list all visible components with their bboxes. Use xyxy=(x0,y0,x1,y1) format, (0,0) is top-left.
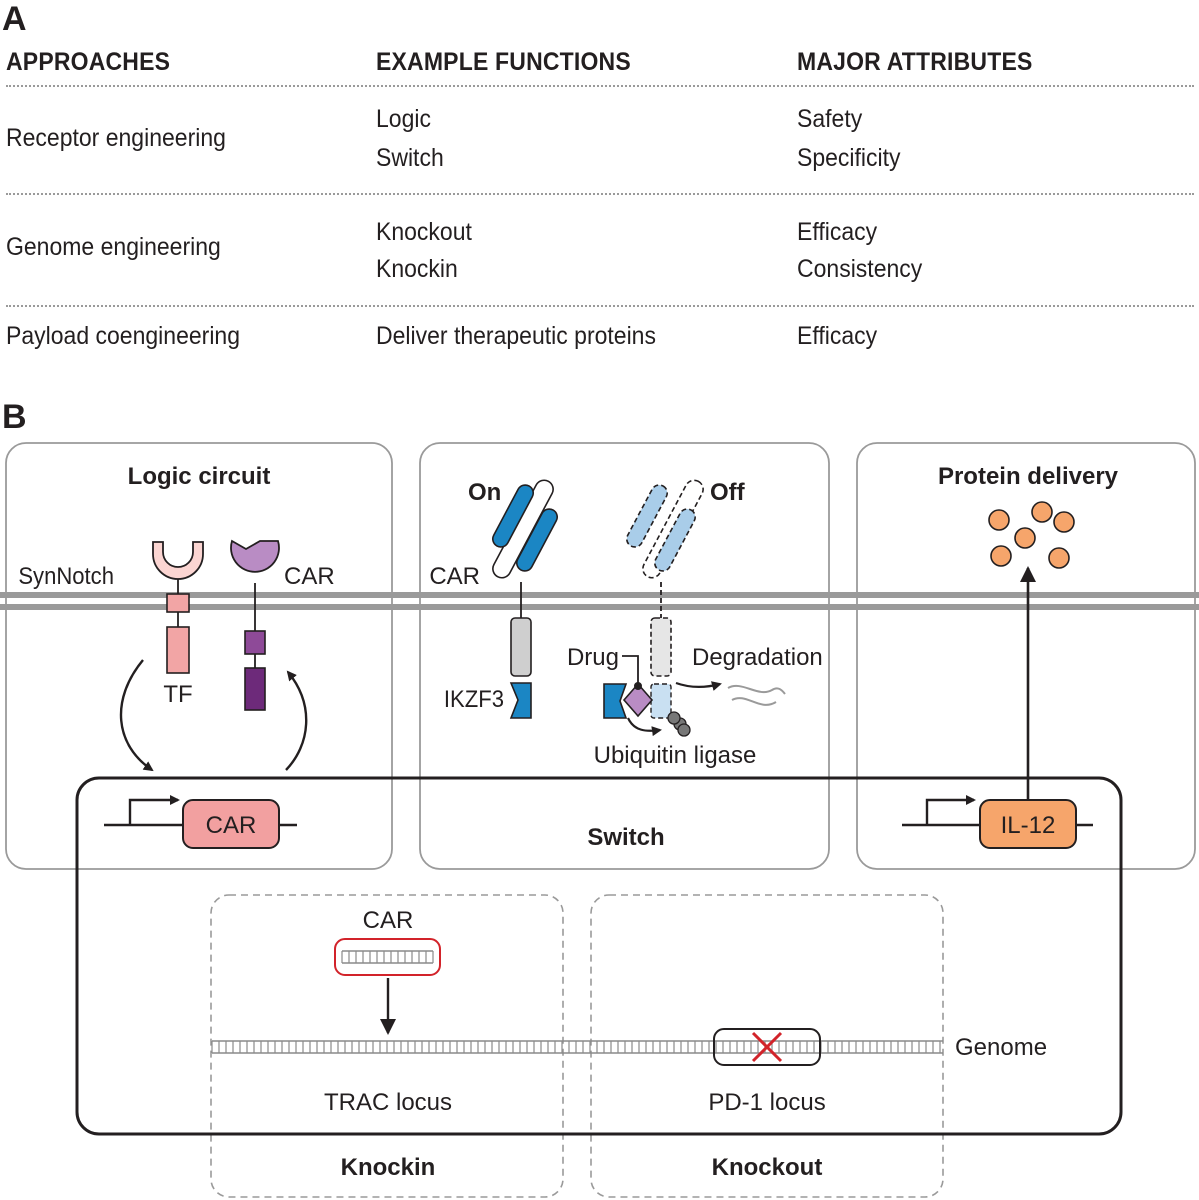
car-off-scfv-icon xyxy=(653,508,697,572)
table-row-attribute: Efficacy xyxy=(797,322,878,350)
panel-b-label: B xyxy=(2,398,27,436)
car-logic-label: CAR xyxy=(284,563,335,590)
car-expression-arrow xyxy=(285,670,308,771)
table-row-attribute: Consistency xyxy=(797,255,923,283)
knockout-box xyxy=(590,894,944,1198)
knockin-title: Knockin xyxy=(341,1154,436,1181)
tf-label: TF xyxy=(163,681,192,708)
promoter-icon xyxy=(128,795,180,825)
pd1-locus-box xyxy=(713,1028,821,1066)
drug-icon xyxy=(622,682,654,718)
trac-locus-label: TRAC locus xyxy=(324,1089,452,1116)
il12-protein-icon xyxy=(1053,511,1075,533)
degraded-protein-icon xyxy=(731,697,777,706)
car-off-tag-icon xyxy=(650,683,672,719)
ubiquitin-ligase-icon xyxy=(603,683,628,719)
table-row-function: Switch xyxy=(376,144,444,172)
il12-protein-icon xyxy=(990,545,1012,567)
table-row-function: Logic xyxy=(376,105,431,133)
car-on-domain-icon xyxy=(510,617,532,677)
car-switch-label: CAR xyxy=(429,563,480,590)
tf-activation-arrow xyxy=(119,659,154,772)
table-row-function: Knockout xyxy=(376,218,472,246)
synnotch-receptor-icon xyxy=(152,541,204,580)
drug-label: Drug xyxy=(567,644,619,671)
il12-gene-label: IL-12 xyxy=(1001,812,1056,839)
degraded-protein-icon xyxy=(727,685,786,695)
genome-strand xyxy=(211,1040,943,1054)
tf-domain-icon xyxy=(166,626,190,674)
ubiquitin-icon xyxy=(667,711,681,725)
ubiquitination-arrow xyxy=(627,717,662,737)
protein-delivery-box xyxy=(856,442,1196,870)
table-divider xyxy=(6,305,1194,307)
membrane-outer xyxy=(0,592,1199,598)
ubiquitin-ligase-label: Ubiquitin ligase xyxy=(594,742,757,769)
il12-protein-icon xyxy=(1031,501,1053,523)
car-costim-icon xyxy=(244,667,266,711)
il12-gene-box xyxy=(979,799,1077,849)
car-insert-box xyxy=(334,938,441,976)
on-label: On xyxy=(468,479,501,506)
synnotch-label: SynNotch xyxy=(18,562,114,589)
car-receptor-icon xyxy=(230,539,280,573)
ubiquitin-icon xyxy=(677,723,691,737)
logic-circuit-title: Logic circuit xyxy=(128,463,271,490)
il12-protein-icon xyxy=(1014,527,1036,549)
synnotch-tm-icon xyxy=(166,593,190,613)
car-insert-dna xyxy=(341,950,434,964)
knockin-box xyxy=(210,894,564,1198)
approaches-header: APPROACHES xyxy=(6,48,171,76)
table-row-function: Deliver therapeutic proteins xyxy=(376,322,656,350)
knockin-insert-label: CAR xyxy=(363,907,414,934)
ikzf3-label: IKZF3 xyxy=(444,685,504,712)
table-row-approach: Payload coengineering xyxy=(6,322,241,350)
off-label: Off xyxy=(710,479,746,506)
drug-pointer-icon xyxy=(634,682,642,690)
ikzf3-tag-icon xyxy=(509,682,532,719)
protein-delivery-title: Protein delivery xyxy=(938,463,1119,490)
degradation-label: Degradation xyxy=(692,644,823,671)
table-row-approach: Genome engineering xyxy=(6,233,221,261)
il12-protein-icon xyxy=(1048,547,1070,569)
panel-a-label: A xyxy=(2,0,27,38)
table-divider xyxy=(6,193,1194,195)
car-off-scfv-icon xyxy=(625,484,669,548)
functions-header: EXAMPLE FUNCTIONS xyxy=(376,48,631,76)
knockout-title: Knockout xyxy=(712,1154,823,1181)
table-row-function: Knockin xyxy=(376,255,458,283)
table-row-approach: Receptor engineering xyxy=(6,124,226,152)
switch-title: Switch xyxy=(587,824,664,851)
membrane-inner xyxy=(0,604,1199,610)
car-gene-label: CAR xyxy=(206,812,257,839)
attributes-header: MAJOR ATTRIBUTES xyxy=(797,48,1033,76)
degradation-arrow xyxy=(675,681,722,691)
car-on-scfv-icon xyxy=(515,508,559,572)
car-off-domain-icon xyxy=(650,617,672,677)
il12-protein-icon xyxy=(988,509,1010,531)
car-on-scfv-icon xyxy=(491,484,535,548)
table-row-attribute: Efficacy xyxy=(797,218,878,246)
knockout-x-icon xyxy=(751,1031,783,1063)
table-row-attribute: Specificity xyxy=(797,144,901,172)
pd1-locus-label: PD-1 locus xyxy=(708,1089,825,1116)
cell-outline xyxy=(75,776,1123,1136)
table-row-attribute: Safety xyxy=(797,105,863,133)
table-divider xyxy=(6,85,1194,87)
car-signal-icon xyxy=(244,630,266,655)
genome-label: Genome xyxy=(955,1034,1047,1061)
car-gene-box xyxy=(182,799,280,849)
promoter-icon xyxy=(925,795,976,825)
logic-circuit-box xyxy=(5,442,393,870)
